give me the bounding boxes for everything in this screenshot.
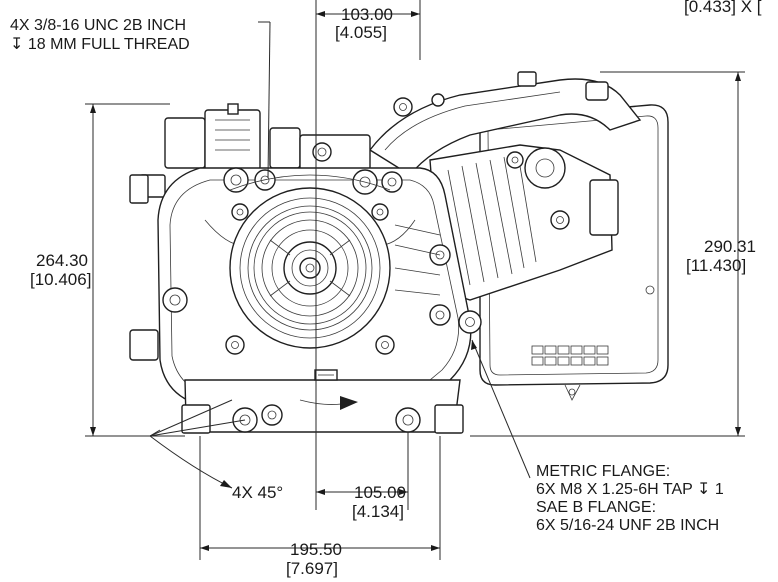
- top-width-mm: 103.00: [341, 5, 393, 24]
- thread-note-line2: ↧ 18 MM FULL THREAD: [10, 36, 190, 53]
- top-width-in: [4.055]: [335, 23, 387, 42]
- mount-spacing-in: [4.134]: [352, 502, 404, 521]
- flywheel: [229, 187, 391, 349]
- left-height-in: [10.406]: [30, 270, 91, 289]
- oil-base: [129, 174, 464, 434]
- flange-note-line2: 6X M8 X 1.25-6H TAP ↧ 1: [536, 481, 724, 498]
- right-height-in: [11.430]: [686, 256, 746, 275]
- dimension-geometry: [85, 0, 745, 560]
- top-shroud: [368, 71, 642, 176]
- engine-illustration: [129, 71, 669, 434]
- flange-note-line4: 6X 5/16-24 UNF 2B INCH: [536, 517, 719, 534]
- vent-grid: [531, 345, 609, 366]
- dimension-labels: 4X 3/8-16 UNC 2B INCH ↧ 18 MM FULL THREA…: [10, 0, 762, 578]
- flange-note-line3: SAE B FLANGE:: [536, 499, 656, 516]
- corner-partial-dim: [0.433] X [: [684, 0, 762, 16]
- cylinder-fins: [429, 144, 619, 301]
- right-height-mm: 290.31: [704, 237, 756, 256]
- angle-label: 4X 45°: [232, 483, 283, 502]
- block-rails: [394, 224, 441, 296]
- flange-note-line1: METRIC FLANGE:: [536, 463, 670, 480]
- mount-spacing-mm: 105.00: [354, 483, 406, 502]
- base-width-mm: 195.50: [290, 540, 342, 559]
- thread-note-line1: 4X 3/8-16 UNC 2B INCH: [10, 17, 186, 34]
- left-height-mm: 264.30: [36, 251, 88, 270]
- base-width-in: [7.697]: [286, 559, 338, 578]
